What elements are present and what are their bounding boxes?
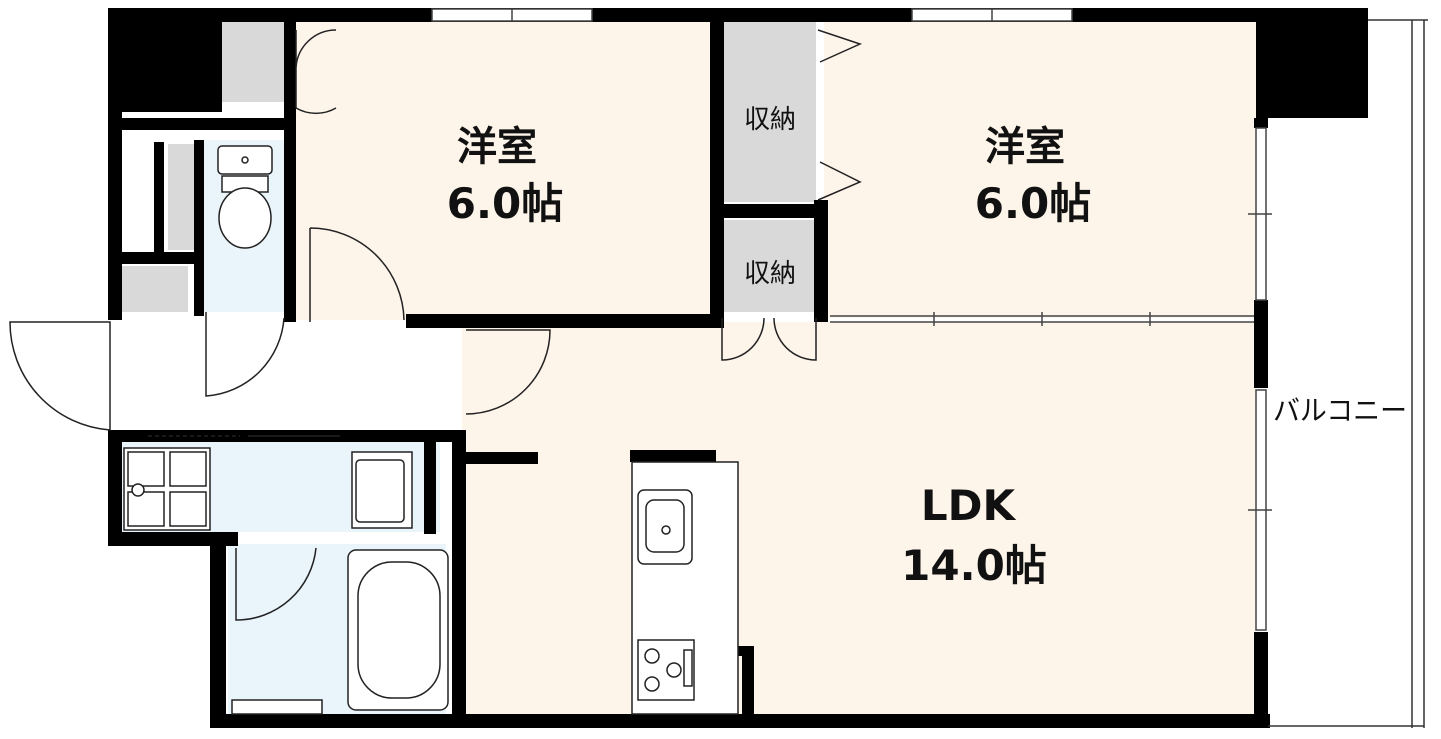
door-storage-upper (817, 29, 863, 201)
balcony-label: バルコニー (1273, 394, 1407, 427)
room-size-ldk: 14.0帖 (901, 541, 1047, 590)
storage-label-upper: 収納 (744, 105, 796, 135)
top-wall (108, 8, 1260, 22)
right-wall-mid (1254, 300, 1268, 388)
shoe-cabinet-floor (168, 144, 196, 250)
balcony (1268, 19, 1428, 728)
shoe-cabinet-left (154, 142, 164, 252)
door-ldk (465, 329, 551, 415)
top-right-pillar (1256, 8, 1368, 118)
door-bathroom (235, 547, 317, 621)
storage-label-lower: 収納 (744, 259, 796, 289)
room-name-ldk: LDK (921, 481, 1017, 530)
washroom-left-wall (108, 430, 122, 546)
door-closet-top (295, 29, 337, 115)
door-room-left (309, 227, 405, 322)
entry-shelf-wall (122, 118, 286, 130)
closet-top-left-floor (222, 22, 288, 102)
sliding-partition (830, 312, 1254, 326)
top-left-pillar (108, 8, 222, 112)
walls (108, 8, 1368, 728)
closet-small-floor (122, 266, 188, 312)
right-wall-upper (1254, 118, 1268, 128)
toilet-right-wall (284, 22, 296, 322)
storage-upper-floor (724, 22, 816, 202)
room-size-western-left: 6.0帖 (447, 179, 563, 228)
shoe-cabinet-divider (122, 252, 200, 264)
room-name-western-right: 洋室 (985, 124, 1065, 170)
doors (9, 29, 863, 621)
storage-right-wall (814, 200, 828, 322)
door-entrance (9, 321, 111, 431)
wash-divider (424, 442, 436, 534)
fixtures (123, 145, 739, 715)
western-room-right-floor (824, 22, 1256, 318)
kitchen-top-wall (630, 450, 716, 462)
bottom-wall (210, 714, 1270, 728)
toilet-left-wall (194, 140, 204, 316)
storage-divider (722, 204, 826, 218)
washroom-bottom-wall (108, 532, 238, 546)
toilet-bowl-icon (218, 187, 272, 249)
room-size-western-right: 6.0帖 (975, 179, 1091, 228)
ldk-stub-wall (464, 452, 538, 464)
windows (431, 8, 1272, 631)
storage-lower-floor (724, 220, 816, 312)
room-left-bottom-wall (406, 314, 724, 328)
left-wall-upper (108, 8, 122, 320)
door-toilet (205, 312, 285, 397)
center-wall-vertical (710, 22, 724, 324)
kitchen-column-3 (742, 646, 754, 722)
door-storage-lower (721, 317, 817, 361)
ldk-left-wall (452, 430, 466, 728)
western-room-left-floor (292, 22, 714, 320)
labels: 洋室 6.0帖 洋室 6.0帖 LDK 14.0帖 収納 収納 バルコニー (447, 105, 1407, 590)
ldk-floor (462, 322, 1256, 714)
room-name-western-left: 洋室 (457, 124, 537, 170)
right-wall-lower (1254, 632, 1268, 728)
bath-left-wall (210, 532, 226, 728)
